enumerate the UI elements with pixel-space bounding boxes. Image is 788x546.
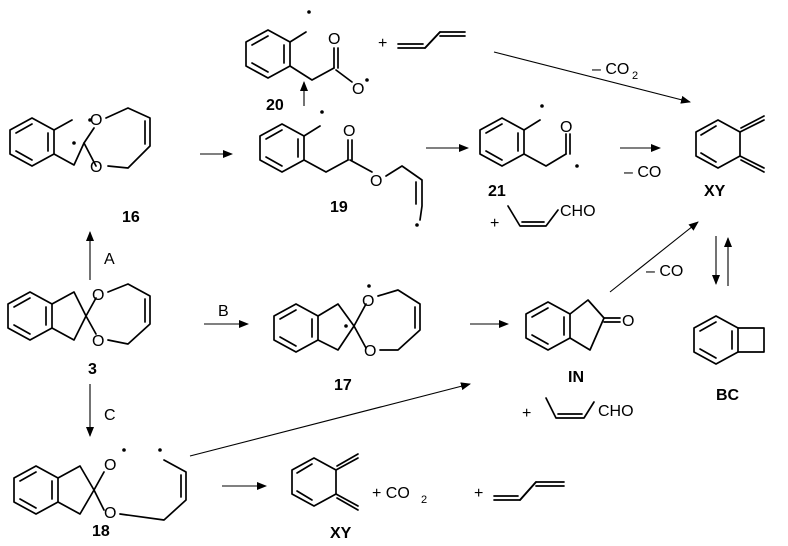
compound-xy-top: XY <box>695 115 765 200</box>
svg-text:O: O <box>364 343 376 360</box>
minus-co-2: – CO <box>646 263 683 280</box>
compound-17: O O 17 <box>273 284 421 394</box>
svg-text:O: O <box>343 123 355 140</box>
compound-label-xy-2: XY <box>330 525 352 542</box>
crotonaldehyde-bottom: CHO <box>545 397 634 420</box>
minus-co-1: – CO <box>624 164 661 181</box>
compound-bc: BC <box>693 315 765 404</box>
svg-text:O: O <box>92 333 104 350</box>
compound-label-3: 3 <box>88 361 97 378</box>
svg-text:O: O <box>328 31 340 48</box>
svg-text:+: + <box>490 215 499 232</box>
plus-sign: + <box>378 35 387 52</box>
crotonaldehyde-top: CHO <box>507 203 596 227</box>
compound-3: O O 3 <box>7 283 151 378</box>
path-label-a: A <box>104 251 115 268</box>
svg-text:CHO: CHO <box>560 203 596 220</box>
compound-16: O O 16 <box>9 107 151 226</box>
svg-text:O: O <box>92 287 104 304</box>
svg-text:O: O <box>622 313 634 330</box>
compound-label-19: 19 <box>330 199 348 216</box>
svg-text:O: O <box>104 457 116 474</box>
compound-label-18: 18 <box>92 523 110 540</box>
butadiene <box>397 31 466 49</box>
compound-18: O O 18 <box>13 448 187 540</box>
minus-co2: – CO <box>592 61 629 78</box>
compound-label-16: 16 <box>122 209 140 226</box>
compound-21: O 21 <box>479 104 579 200</box>
svg-text:O: O <box>90 159 102 176</box>
compound-in: O IN <box>525 299 634 386</box>
svg-text:2: 2 <box>421 494 427 506</box>
compound-label-bc: BC <box>716 387 740 404</box>
path-label-b: B <box>218 303 229 320</box>
compound-19: O O 19 <box>259 110 423 227</box>
compound-20: O O 20 <box>245 10 369 114</box>
path-label-c: C <box>104 407 116 424</box>
svg-text:2: 2 <box>632 70 638 82</box>
svg-text:O: O <box>560 119 572 136</box>
svg-text:CHO: CHO <box>598 403 634 420</box>
svg-text:O: O <box>352 81 364 98</box>
svg-text:O: O <box>90 112 102 129</box>
svg-text:+: + <box>522 405 531 422</box>
compound-label-17: 17 <box>334 377 352 394</box>
svg-text:O: O <box>370 173 382 190</box>
compound-label-21: 21 <box>488 183 506 200</box>
compound-label-in: IN <box>568 369 584 386</box>
compound-label-xy: XY <box>704 183 726 200</box>
butadiene-bottom <box>493 481 565 501</box>
plus-co2: + CO <box>372 485 410 502</box>
compound-label-20: 20 <box>266 97 284 114</box>
compound-xy-bottom: XY <box>291 453 359 542</box>
svg-text:+: + <box>474 485 483 502</box>
svg-text:O: O <box>104 505 116 522</box>
svg-text:O: O <box>362 293 374 310</box>
